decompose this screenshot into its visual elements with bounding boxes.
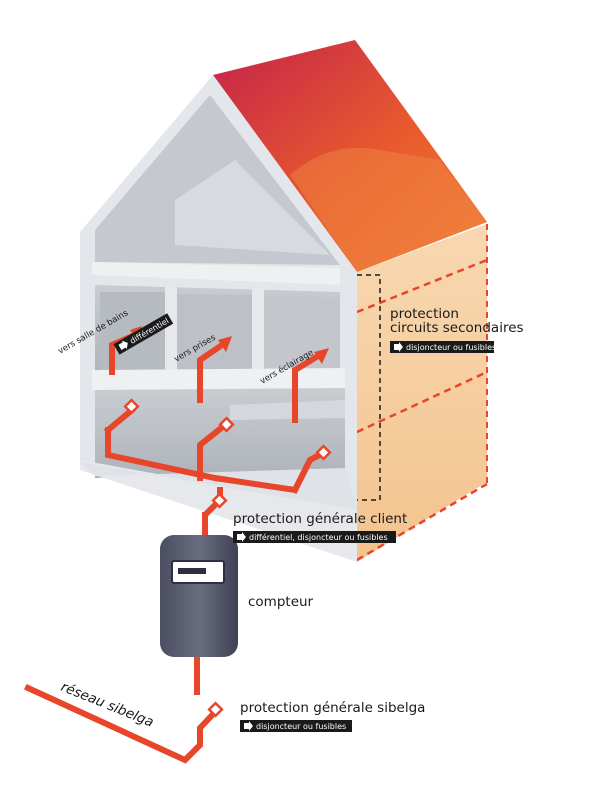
house-side-wall: [357, 224, 487, 562]
badge-arrow-icon: [244, 721, 253, 731]
meter-display: [178, 568, 206, 574]
attic-inner-wall: [175, 160, 330, 255]
room-sockets: [177, 294, 252, 372]
sibelga-line: [24, 684, 220, 764]
label-protection-secondaires-1: protection: [390, 306, 459, 322]
roof-highlight: [290, 147, 487, 272]
label-protection-secondaires-2: circuits secondaires: [390, 320, 524, 336]
label-compteur: compteur: [248, 594, 314, 610]
floor-line-bottom: [356, 482, 488, 562]
arrow-sockets-icon: [218, 336, 232, 352]
room-wall-2: [252, 288, 264, 372]
svg-text:disjoncteur ou fusibles: disjoncteur ou fusibles: [406, 343, 496, 352]
badge-client: différentiel, disjoncteur ou fusibles: [233, 531, 396, 543]
meter-body: [160, 535, 238, 657]
svg-text:différentiel, disjoncteur ou f: différentiel, disjoncteur ou fusibles: [249, 532, 388, 542]
junction-markers: [123, 398, 332, 718]
badge-arrow-icon: [394, 342, 403, 352]
arrow-lighting-icon: [314, 348, 329, 364]
marker-lighting: [315, 444, 332, 461]
badge-arrow-icon: [118, 340, 128, 350]
meter: [160, 535, 238, 657]
marker-sibelga: [207, 701, 224, 718]
room-wall-1: [165, 286, 177, 372]
branch-bathroom: [103, 405, 137, 435]
marker-sockets: [218, 416, 235, 433]
marker-bathroom: [123, 398, 140, 415]
svg-text:disjoncteur ou fusibles: disjoncteur ou fusibles: [256, 722, 346, 731]
badge-secondaires: disjoncteur ou fusibles: [390, 341, 496, 353]
label-protection-client: protection générale client: [233, 511, 407, 527]
attic-floor: [92, 262, 340, 285]
middle-floor: [92, 368, 345, 390]
secondary-bracket: [357, 274, 381, 501]
house: [80, 40, 488, 562]
badge-sibelga: disjoncteur ou fusibles: [240, 720, 352, 732]
house-roof: [213, 40, 487, 272]
marker-client: [211, 492, 228, 509]
branch-sockets: [197, 420, 230, 481]
ground-floor-shelf: [230, 400, 345, 420]
riser-lighting: [292, 351, 323, 423]
label-protection-sibelga: protection générale sibelga: [240, 700, 425, 716]
front-bottom-edge: [80, 462, 357, 510]
riser-sockets: [197, 340, 227, 403]
badge-arrow-icon: [237, 532, 246, 542]
